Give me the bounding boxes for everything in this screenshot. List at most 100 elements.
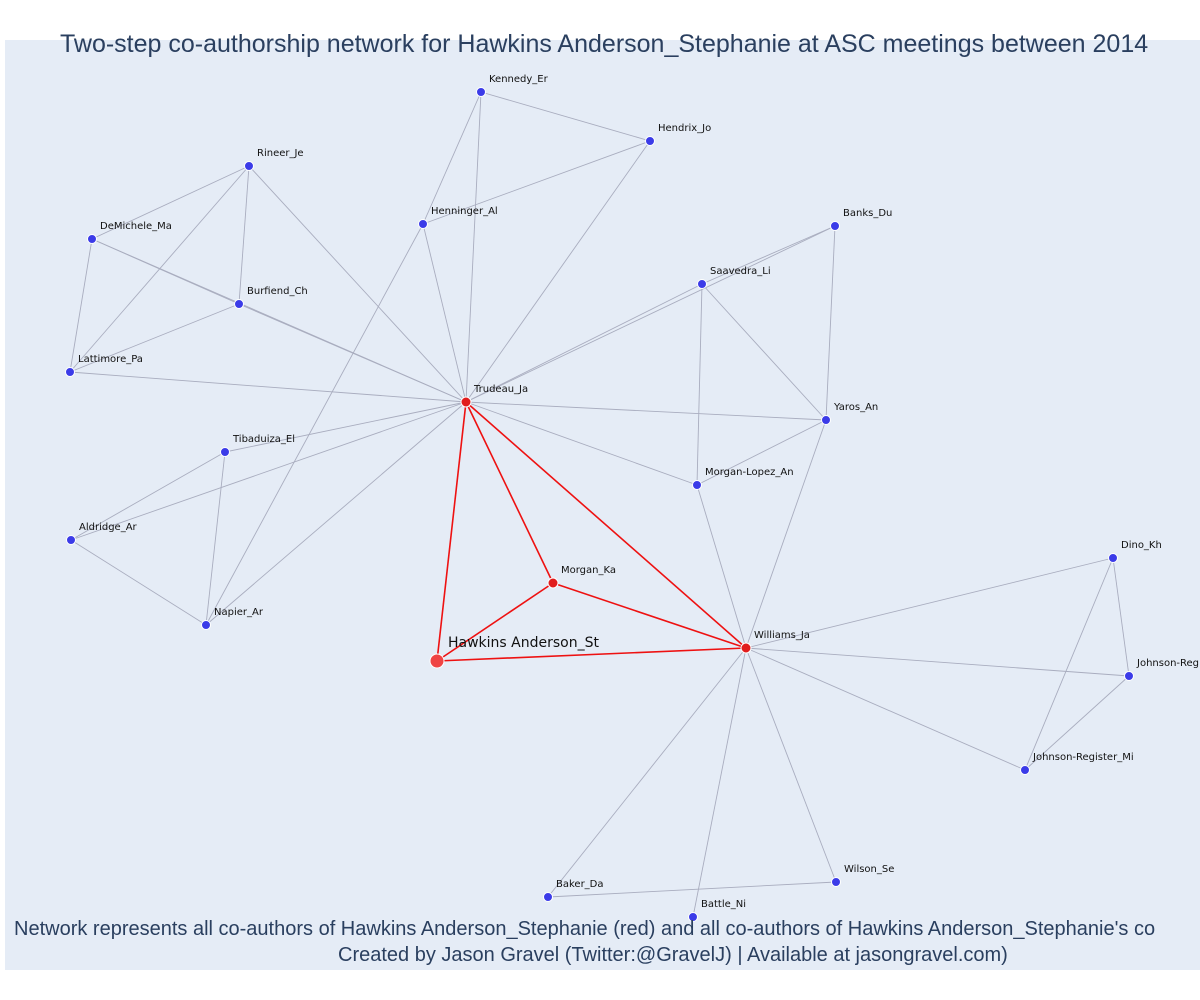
node-Battle_Ni[interactable] [688, 912, 698, 922]
node-Baker_Da[interactable] [543, 892, 553, 902]
node-Wilson_Se[interactable] [831, 877, 841, 887]
node-Kennedy_Er[interactable] [476, 87, 486, 97]
edge-Henninger_Al-Napier_Ar [205, 223, 424, 626]
chart-title: Two-step co-authorship network for Hawki… [60, 30, 1149, 58]
node-label-Hawkins_Anderson_St: Hawkins Anderson_St [448, 635, 599, 651]
edge-Hawkins_Anderson_St-Trudeau_Ja [436, 401, 467, 662]
node-Dino_Kh[interactable] [1108, 553, 1118, 563]
caption-line-2: Created by Jason Gravel (Twitter:@Gravel… [338, 944, 1008, 966]
edge-Trudeau_Ja-Williams_Ja [465, 401, 747, 649]
edge-Tibaduiza_El-Napier_Ar [205, 451, 226, 626]
node-Morgan-Lopez_An[interactable] [692, 480, 702, 490]
node-label-Dino_Kh: Dino_Kh [1121, 540, 1162, 551]
edge-Williams_Ja-Baker_Da [547, 647, 747, 898]
edge-Rineer_Je-Trudeau_Ja [248, 165, 467, 403]
node-Henninger_Al[interactable] [418, 219, 428, 229]
edge-Williams_Ja-Battle_Ni [692, 647, 747, 918]
node-label-Tibaduiza_El: Tibaduiza_El [232, 434, 295, 445]
edge-Morgan_Ka-Williams_Ja [552, 582, 747, 649]
edge-Rineer_Je-Burfiend_Ch [238, 165, 250, 305]
edge-Banks_Du-Saavedra_Li [701, 225, 836, 285]
edge-Saavedra_Li-Morgan-Lopez_An [696, 283, 703, 486]
edge-Rineer_Je-DeMichele_Ma [91, 165, 250, 240]
edge-Saavedra_Li-Yaros_An [701, 283, 827, 421]
node-Morgan_Ka[interactable] [547, 577, 559, 589]
node-label-Saavedra_Li: Saavedra_Li [710, 266, 771, 277]
edge-Morgan-Lopez_An-Williams_Ja [696, 484, 747, 649]
node-label-Henninger_Al: Henninger_Al [431, 206, 498, 217]
plot-area [5, 40, 1200, 970]
edge-Banks_Du-Trudeau_Ja [465, 225, 836, 403]
node-label-Kennedy_Er: Kennedy_Er [489, 74, 549, 85]
edge-Williams_Ja-Wilson_Se [745, 647, 837, 883]
node-Aldridge_Ar[interactable] [66, 535, 76, 545]
edge-Williams_Ja-Dino_Kh [745, 557, 1114, 649]
edge-Burfiend_Ch-Trudeau_Ja [238, 303, 467, 403]
node-DeMichele_Ma[interactable] [87, 234, 97, 244]
node-label-Aldridge_Ar: Aldridge_Ar [79, 522, 138, 533]
node-Lattimore_Pa[interactable] [65, 367, 75, 377]
node-label-Morgan_Ka: Morgan_Ka [561, 565, 616, 576]
labels-layer: Kennedy_ErHendrix_JoRineer_JeDeMichele_M… [78, 74, 1199, 910]
node-Tibaduiza_El[interactable] [220, 447, 230, 457]
node-Trudeau_Ja[interactable] [460, 396, 472, 408]
edge-Hendrix_Jo-Trudeau_Ja [465, 140, 651, 403]
node-label-Burfiend_Ch: Burfiend_Ch [247, 286, 308, 297]
node-Williams_Ja[interactable] [740, 642, 752, 654]
node-Hawkins_Anderson_St[interactable] [429, 653, 445, 669]
edge-Dino_Kh-Johnson-Register_Mi [1024, 557, 1114, 771]
edge-Hawkins_Anderson_St-Morgan_Ka [436, 582, 554, 662]
node-label-Williams_Ja: Williams_Ja [754, 630, 810, 641]
edge-Trudeau_Ja-Morgan-Lopez_An [465, 401, 698, 486]
node-Saavedra_Li[interactable] [697, 279, 707, 289]
edge-Trudeau_Ja-Morgan_Ka [465, 401, 554, 584]
caption-line-1: Network represents all co-authors of Haw… [14, 918, 1156, 940]
edge-Lattimore_Pa-Trudeau_Ja [69, 371, 467, 403]
edge-Aldridge_Ar-Napier_Ar [70, 539, 207, 626]
edge-Kennedy_Er-Henninger_Al [422, 91, 482, 225]
edge-Trudeau_Ja-Aldridge_Ar [70, 401, 467, 541]
edge-Henninger_Al-Trudeau_Ja [422, 223, 467, 403]
edge-Banks_Du-Yaros_An [825, 225, 836, 421]
node-label-Yaros_An: Yaros_An [833, 402, 878, 413]
node-Rineer_Je[interactable] [244, 161, 254, 171]
edge-Yaros_An-Morgan-Lopez_An [696, 419, 827, 486]
node-Hendrix_Jo[interactable] [645, 136, 655, 146]
node-label-Johnson-Reg: Johnson-Reg [1136, 658, 1199, 669]
node-Napier_Ar[interactable] [201, 620, 211, 630]
node-label-DeMichele_Ma: DeMichele_Ma [100, 221, 172, 232]
node-label-Morgan-Lopez_An: Morgan-Lopez_An [705, 467, 794, 478]
node-label-Baker_Da: Baker_Da [556, 879, 604, 890]
edge-Williams_Ja-Johnson-Register_Mi [745, 647, 1026, 771]
node-Johnson-Register_Mi[interactable] [1020, 765, 1030, 775]
edge-Kennedy_Er-Trudeau_Ja [465, 91, 482, 403]
edge-Trudeau_Ja-Napier_Ar [205, 401, 467, 626]
edge-Tibaduiza_El-Aldridge_Ar [70, 451, 226, 541]
node-label-Johnson-Register_Mi: Johnson-Register_Mi [1032, 752, 1134, 763]
edge-Yaros_An-Williams_Ja [745, 419, 827, 649]
node-label-Banks_Du: Banks_Du [843, 208, 892, 219]
edge-Trudeau_Ja-Yaros_An [465, 401, 827, 421]
edge-Baker_Da-Wilson_Se [547, 881, 837, 898]
edge-Hawkins_Anderson_St-Williams_Ja [436, 647, 747, 662]
edge-Hendrix_Jo-Henninger_Al [422, 140, 651, 225]
edge-Burfiend_Ch-Lattimore_Pa [69, 303, 240, 373]
node-label-Battle_Ni: Battle_Ni [701, 899, 746, 910]
nodes-layer [65, 87, 1134, 922]
node-label-Napier_Ar: Napier_Ar [214, 607, 264, 618]
edges-layer [69, 91, 1130, 918]
edge-DeMichele_Ma-Lattimore_Pa [69, 238, 93, 373]
node-label-Hendrix_Jo: Hendrix_Jo [658, 123, 711, 134]
edge-Dino_Kh-Johnson-Reg [1112, 557, 1130, 677]
edge-Trudeau_Ja-Tibaduiza_El [224, 401, 467, 453]
node-label-Lattimore_Pa: Lattimore_Pa [78, 354, 143, 365]
node-Johnson-Reg[interactable] [1124, 671, 1134, 681]
node-Burfiend_Ch[interactable] [234, 299, 244, 309]
edge-Kennedy_Er-Hendrix_Jo [480, 91, 651, 142]
edge-Williams_Ja-Johnson-Reg [745, 647, 1130, 677]
node-Yaros_An[interactable] [821, 415, 831, 425]
edge-Johnson-Reg-Johnson-Register_Mi [1024, 675, 1130, 771]
node-Banks_Du[interactable] [830, 221, 840, 231]
node-label-Wilson_Se: Wilson_Se [844, 864, 894, 875]
